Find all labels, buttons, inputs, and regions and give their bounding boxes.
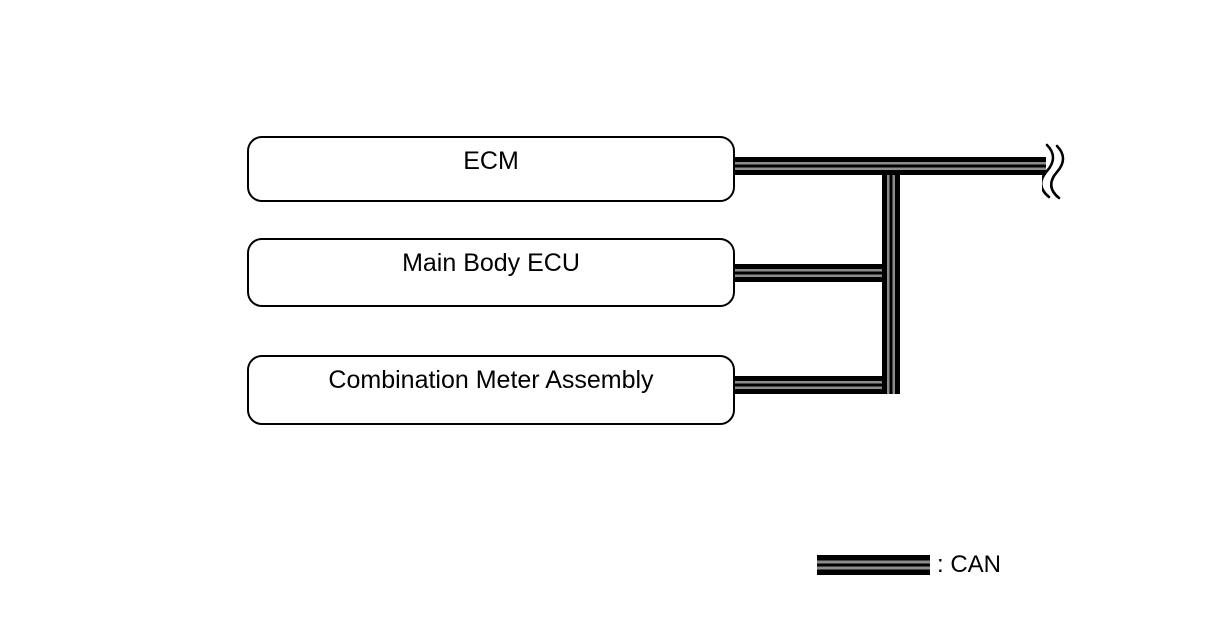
bus-continuation-break-icon — [1042, 143, 1065, 200]
legend-can-label: : CAN — [937, 551, 1002, 578]
can-trunk-line — [882, 157, 900, 394]
can-line-ecm — [733, 157, 1046, 175]
node-ecm-label: ECM — [463, 147, 519, 175]
can-line-main-body-ecu — [733, 264, 900, 282]
can-line-combination-meter — [733, 376, 900, 394]
node-combination-meter-assembly-label: Combination Meter Assembly — [328, 366, 654, 394]
node-combination-meter-assembly: Combination Meter Assembly — [247, 355, 735, 425]
legend: : CAN — [817, 553, 1001, 577]
node-main-body-ecu-label: Main Body ECU — [402, 249, 580, 277]
node-main-body-ecu: Main Body ECU — [247, 238, 735, 307]
can-line-swatch — [817, 555, 930, 575]
node-ecm: ECM — [247, 136, 735, 202]
